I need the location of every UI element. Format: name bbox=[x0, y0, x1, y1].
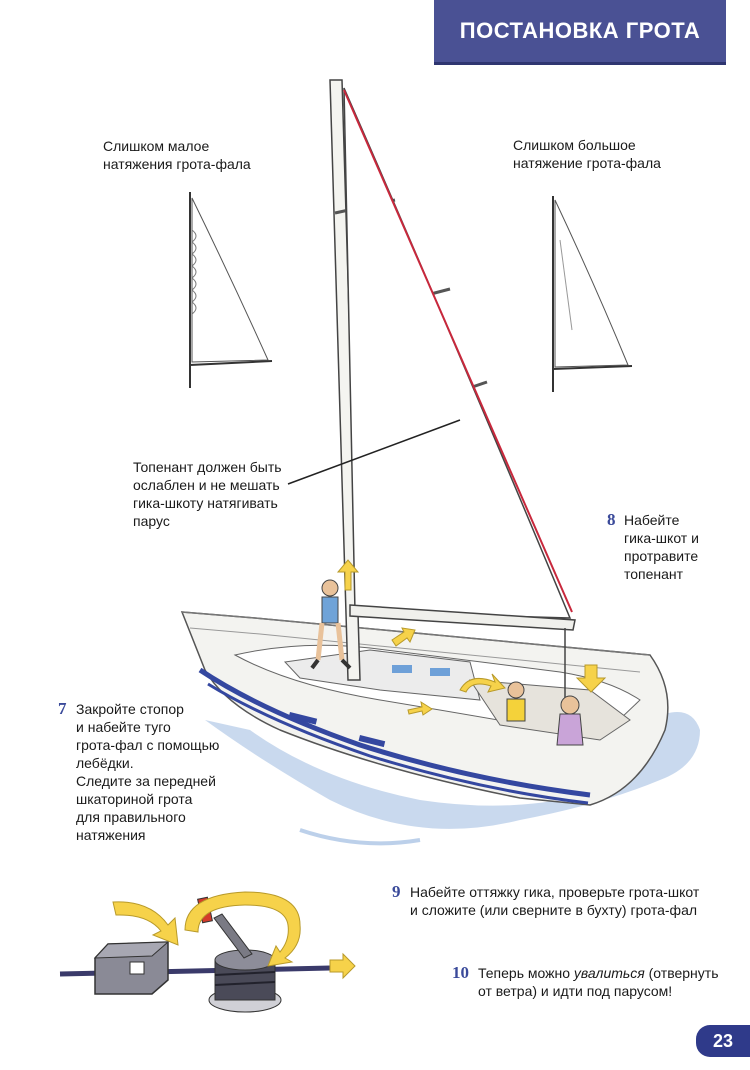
winch-diagram bbox=[59, 891, 356, 1013]
arrow-deck-icon bbox=[391, 627, 416, 647]
crew-at-mast bbox=[310, 579, 352, 670]
winch-icon bbox=[197, 896, 282, 1013]
arrow-right-icon bbox=[329, 952, 356, 980]
step-7-number: 7 bbox=[58, 699, 67, 718]
boom bbox=[349, 604, 576, 631]
caption-too-little-tension: Слишком малое натяжения грота-фала bbox=[103, 138, 251, 172]
step-8-text: Набейте гика-шкот и протравите топенант bbox=[624, 512, 699, 582]
rope-clutch-icon bbox=[93, 941, 170, 995]
step-8-number: 8 bbox=[607, 510, 616, 529]
step-9-number: 9 bbox=[392, 882, 401, 901]
caption-too-much-tension: Слишком большое натяжение грота-фала bbox=[513, 137, 661, 171]
small-sail-tight-icon bbox=[552, 196, 633, 392]
caption-topping-lift: Топенант должен быть ослаблен и не мешат… bbox=[133, 459, 282, 529]
step-10-number: 10 bbox=[452, 963, 469, 982]
arrow-down-icon bbox=[575, 664, 607, 693]
arrow-up-icon bbox=[336, 559, 360, 591]
step-10-text: Теперь можно увалиться (отвернуть от вет… bbox=[478, 964, 718, 1000]
crew-in-cockpit bbox=[506, 681, 584, 746]
step-9-text: Набейте оттяжку гика, проверьте грота-шк… bbox=[410, 884, 700, 918]
page-title: ПОСТАНОВКА ГРОТА bbox=[434, 0, 726, 65]
step-10-text-after: (отвернуть от ветра) и идти под парусом! bbox=[478, 965, 719, 999]
step-7-text: Закройте стопор и набейте туго грота-фал… bbox=[76, 701, 220, 843]
small-sail-loose-icon bbox=[189, 192, 273, 388]
page-number: 23 bbox=[696, 1025, 750, 1057]
mast bbox=[329, 79, 361, 681]
step-10-text-italic: увалиться bbox=[573, 965, 645, 981]
halyard-red-line bbox=[343, 89, 573, 613]
arrow-rotate-icon bbox=[459, 673, 506, 693]
arrow-curve-icon bbox=[112, 901, 179, 946]
step-10-text-before: Теперь можно bbox=[478, 965, 574, 981]
arrow-small-icon bbox=[407, 700, 433, 716]
arrow-circle-icon bbox=[184, 891, 301, 967]
